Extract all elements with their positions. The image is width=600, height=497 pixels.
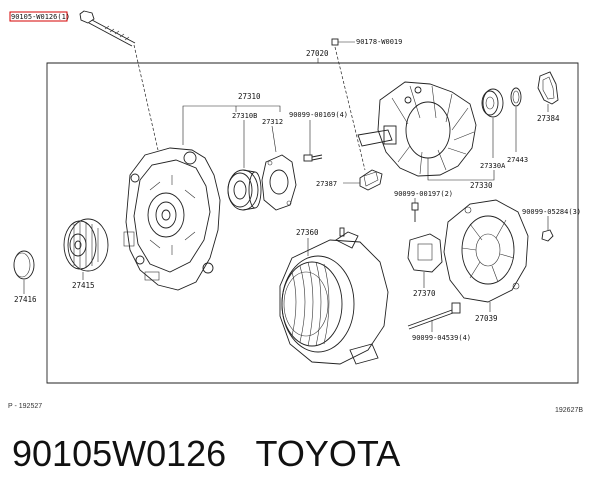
label-27330: 27330 — [470, 181, 493, 190]
screw-90099-00197[interactable]: 90099-00197(2) — [394, 190, 453, 222]
retainer-plate-27312[interactable] — [261, 154, 297, 211]
footer-left-code: P - 192527 — [8, 403, 42, 410]
label-27443: 27443 — [507, 156, 528, 164]
label-90099-00197: 90099-00197(2) — [394, 190, 453, 198]
drive-end-frame[interactable] — [123, 147, 221, 291]
bearing-27330a[interactable] — [481, 88, 504, 158]
label-90099-04539: 90099-04539(4) — [412, 334, 471, 342]
rear-frame-27039[interactable] — [443, 199, 529, 312]
pulley-27415[interactable] — [63, 218, 109, 280]
stator-27360[interactable] — [279, 227, 389, 365]
nut-90099-05284[interactable]: 90099-05284(3) — [522, 208, 581, 242]
label-27387: 27387 — [316, 180, 337, 188]
bolt-90099-04539[interactable] — [407, 302, 461, 332]
bearing-27310b[interactable] — [227, 169, 262, 211]
alternator-exploded-diagram: 90105-W0126(1) 90178-W0019 27020 27310 2… — [8, 10, 583, 414]
label-90099-05284: 90099-05284(3) — [522, 208, 581, 216]
label-90178-w0019: 90178-W0019 — [356, 38, 402, 46]
label-90099-00169: 90099-00169(4) — [289, 111, 348, 119]
bolt-90105-w0126[interactable]: 90105-W0126(1) — [9, 10, 159, 151]
clip-27387[interactable] — [343, 169, 383, 191]
label-27020: 27020 — [306, 49, 329, 58]
nut-90178-w0019[interactable]: 90178-W0019 — [331, 38, 402, 171]
label-27330a: 27330A — [480, 162, 506, 170]
cover-27384[interactable] — [537, 71, 559, 112]
cap-27416[interactable] — [13, 250, 35, 294]
label-27310: 27310 — [238, 92, 261, 101]
label-27310b: 27310B — [232, 112, 257, 120]
ring-27443[interactable] — [510, 87, 522, 152]
label-90105-w0126: 90105-W0126(1) — [11, 13, 70, 21]
label-27312: 27312 — [262, 118, 283, 126]
label-27416: 27416 — [14, 295, 37, 304]
label-27370: 27370 — [413, 289, 436, 298]
label-27415: 27415 — [72, 281, 95, 290]
screw-90099-00169[interactable] — [303, 154, 323, 162]
label-27039: 27039 — [475, 314, 498, 323]
footer-right-code: 192627B — [555, 407, 583, 414]
rotor-27330[interactable] — [357, 81, 477, 177]
part-caption: 90105W0126 TOYOTA — [12, 433, 401, 474]
regulator-27370[interactable] — [407, 233, 443, 288]
label-27360: 27360 — [296, 228, 319, 237]
label-27384: 27384 — [537, 114, 560, 123]
assembly-frame — [46, 62, 579, 384]
